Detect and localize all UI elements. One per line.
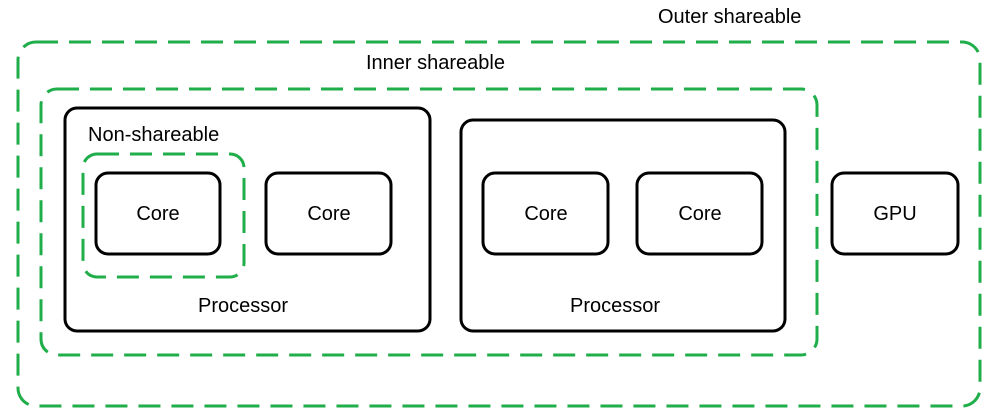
processor-1-box xyxy=(63,106,432,333)
processor-2-core-1 xyxy=(481,171,610,256)
outer-shareable-domain xyxy=(16,40,982,408)
processor-1-core-2 xyxy=(264,171,393,256)
non-shareable-domain xyxy=(81,152,246,279)
inner-shareable-label: Inner shareable xyxy=(366,52,505,74)
gpu-label: GPU xyxy=(873,203,916,225)
non-shareable-label: Non-shareable xyxy=(88,124,219,146)
processor-2-core-2-label: Core xyxy=(678,203,721,225)
inner-shareable-domain xyxy=(39,87,819,357)
outer-shareable-label: Outer shareable xyxy=(658,6,801,28)
processor-1-core-1 xyxy=(94,171,222,256)
processor-1-core-2-label: Core xyxy=(307,203,350,225)
processor-1-label: Processor xyxy=(198,295,288,317)
processor-2-label: Processor xyxy=(570,295,660,317)
processor-2-core-1-label: Core xyxy=(524,203,567,225)
processor-1-core-1-label: Core xyxy=(136,203,179,225)
processor-2-core-2 xyxy=(635,171,764,256)
gpu-box xyxy=(830,171,960,256)
